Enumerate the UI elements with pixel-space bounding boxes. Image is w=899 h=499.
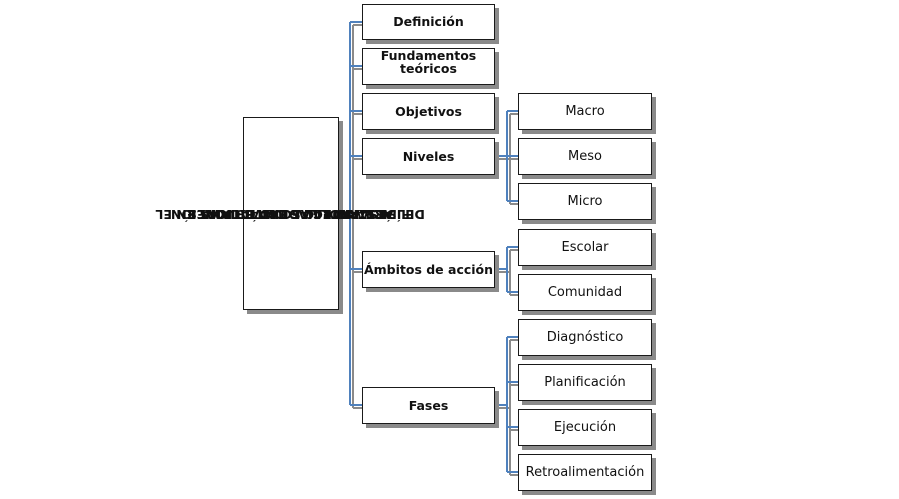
node-micro: Micro (518, 183, 652, 220)
node-fases: Fases (362, 387, 495, 424)
node-comunidad: Comunidad (518, 274, 652, 311)
node-definicion: Definición (362, 4, 495, 40)
root-line-4: DEL ÁREA RURAL ECUATORIANA (200, 206, 425, 222)
node-macro: Macro (518, 93, 652, 130)
node-planificacion: Planificación (518, 364, 652, 401)
node-retroalimentacion: Retroalimentación (518, 454, 652, 491)
node-objetivos: Objetivos (362, 93, 495, 130)
node-ambitos-de-accion: Ámbitos de acción (362, 251, 495, 288)
node-escolar: Escolar (518, 229, 652, 266)
root-title: ESTRATEGIAS DIDÁCTICAS EN EL DESARROLLO … (155, 99, 425, 328)
node-ejecucion: Ejecución (518, 409, 652, 446)
node-meso: Meso (518, 138, 652, 175)
root-node: ESTRATEGIAS DIDÁCTICAS EN EL DESARROLLO … (155, 117, 425, 310)
node-fundamentos-teoricos: Fundamentos teóricos (362, 48, 495, 85)
node-diagnostico: Diagnóstico (518, 319, 652, 356)
node-niveles: Niveles (362, 138, 495, 175)
